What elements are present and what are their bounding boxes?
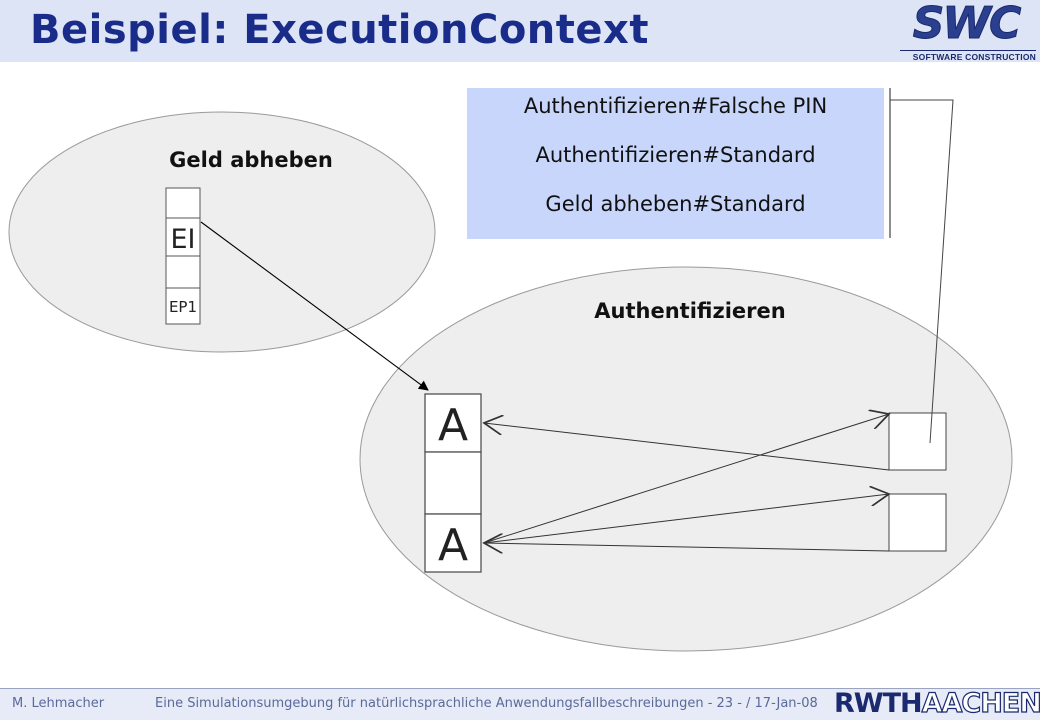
- footer-text: Eine Simulationsumgebung für natürlichsp…: [155, 696, 818, 711]
- header-band: [0, 0, 1040, 62]
- context-item-2: Authentifizieren#Standard: [535, 143, 816, 167]
- footer-divider: [0, 688, 1040, 689]
- context-step-box-1: [888, 412, 947, 471]
- step-stack-authentifizieren: A A: [424, 393, 482, 573]
- step-label-ei: EI: [170, 224, 195, 255]
- step-cell-a-bottom: [424, 513, 482, 573]
- jump-arrow-a-bottom-to-box1: [483, 414, 889, 544]
- jump-arrow-a-bottom-to-box2: [483, 494, 889, 544]
- swc-logo-divider: [900, 50, 1036, 51]
- slide-title: Beispiel: ExecutionContext: [30, 7, 649, 53]
- step-label-a-bottom: A: [438, 520, 468, 571]
- step-label-a-top: A: [438, 400, 468, 451]
- context-item-3: Geld abheben#Standard: [545, 192, 806, 216]
- step-stack-geld-abheben: EI EP1: [165, 187, 201, 325]
- swc-logo: SWC SOFTWARE CONSTRUCTION: [896, 0, 1036, 62]
- step-cell-empty: [424, 451, 482, 515]
- include-arrow: [200, 221, 429, 391]
- rwth-aachen-logo: RWTHAACHEN: [834, 687, 1040, 720]
- step-cell-a-top: [424, 393, 482, 453]
- execution-context-list: Authentifizieren#Falsche PIN Authentifiz…: [467, 88, 884, 239]
- usecase-ellipse-authentifizieren: [359, 266, 1013, 652]
- swc-logo-letters: SWC: [912, 0, 1022, 50]
- rwth-logo-part1: RWTH: [834, 688, 923, 719]
- jump-arrow-box2-to-a-bottom: [484, 543, 890, 551]
- step-label-ep1: EP1: [169, 298, 197, 316]
- footer-author: M. Lehmacher: [12, 696, 105, 711]
- rwth-logo-part2: AACHEN: [921, 687, 1040, 719]
- context-item-1: Authentifizieren#Falsche PIN: [523, 94, 828, 118]
- usecase-title-geld-abheben: Geld abheben: [169, 148, 333, 172]
- context-pointer-line: [890, 99, 954, 444]
- footer-band: [0, 689, 1040, 720]
- step-cell-empty-top: [165, 187, 201, 219]
- usecase-ellipse-geld-abheben: [8, 111, 436, 353]
- step-cell-empty-mid: [165, 255, 201, 289]
- jump-arrow-box1-to-a-top: [484, 423, 890, 471]
- context-step-box-2: [888, 493, 947, 552]
- swc-logo-subtitle: SOFTWARE CONSTRUCTION: [912, 52, 1036, 62]
- step-cell-ep1: [165, 287, 201, 325]
- usecase-title-authentifizieren: Authentifizieren: [594, 299, 785, 323]
